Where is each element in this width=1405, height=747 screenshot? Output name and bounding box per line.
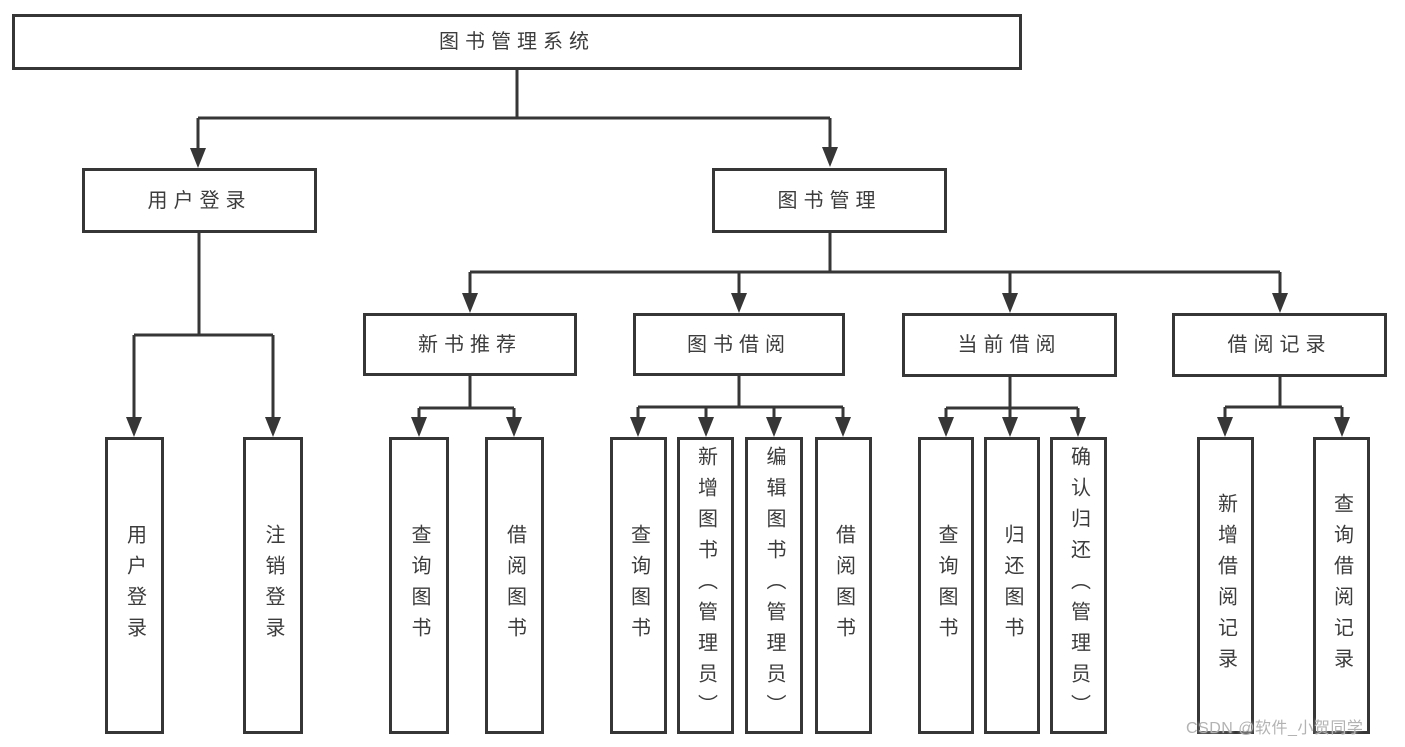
node-library-management-system: 图书管理系统 [12,14,1022,70]
connector-book-management-to-level3 [462,233,1288,313]
node-label: 图书管理 [777,189,882,212]
node-current-borrowing: 当前借阅 [902,313,1117,377]
arrowhead [1217,417,1233,437]
leaf-nbr-borrow-books: 借阅图书 [485,437,544,734]
leaf-bb-add-books-admin: 新增图书（管理员） [677,437,734,734]
leaf-bb-edit-books-admin: 编辑图书（管理员） [745,437,803,734]
node-label: 借阅图书 [503,523,526,648]
arrowhead [1272,293,1288,313]
arrowhead [411,417,427,437]
node-label: 图书管理系统 [439,31,595,53]
leaf-br-query-record: 查询借阅记录 [1313,437,1370,734]
node-label: 图书借阅 [687,333,791,356]
arrowhead [265,417,281,437]
arrowhead [822,147,838,167]
leaf-cb-query-books: 查询图书 [918,437,974,734]
node-label: 归还图书 [1001,523,1023,648]
arrowhead [766,417,782,437]
node-label: 确认归还（管理员） [1067,446,1090,725]
connector-root-to-level2 [190,70,838,168]
node-label: 借阅记录 [1227,334,1332,356]
leaf-logout: 注销登录 [243,437,303,734]
node-label: 查询借阅记录 [1330,492,1353,679]
node-label: 编辑图书（管理员） [763,446,785,725]
node-label: 当前借阅 [957,334,1062,356]
arrowhead [731,293,747,313]
node-new-book-recommendation: 新书推荐 [363,313,577,376]
leaf-cb-return-books: 归还图书 [984,437,1040,734]
arrowhead [1002,293,1018,313]
arrowhead [1334,417,1350,437]
leaf-br-add-record: 新增借阅记录 [1197,437,1254,734]
arrowhead [835,417,851,437]
arrowhead [630,417,646,437]
node-label: 查询图书 [408,523,430,648]
leaf-user-login: 用户登录 [105,437,164,734]
arrowhead [1002,417,1018,437]
node-label: 借阅图书 [832,523,855,648]
connector-user-login-to-leaves [126,233,281,437]
node-book-management: 图书管理 [712,168,947,233]
node-label: 新增借阅记录 [1214,492,1237,679]
arrowhead [1070,417,1086,437]
watermark: CSDN @软件_小贺同学 [1186,720,1364,737]
arrowhead [938,417,954,437]
node-book-borrowing: 图书借阅 [633,313,845,376]
arrowhead [126,417,142,437]
node-label: 查询图书 [627,523,650,648]
connector-new-book-rec-to-leaves [411,376,522,437]
connector-current-borrowing-to-leaves [938,377,1086,437]
arrowhead [698,417,714,437]
node-label: 注销登录 [262,523,284,648]
leaf-bb-query-books: 查询图书 [610,437,667,734]
leaf-bb-borrow-books: 借阅图书 [815,437,872,734]
connector-borrowing-records-to-leaves [1217,377,1350,437]
node-label: 用户登录 [147,189,252,212]
node-label: 新增图书（管理员） [694,446,717,725]
leaf-cb-confirm-return-admin: 确认归还（管理员） [1050,437,1107,734]
connector-book-borrowing-to-leaves [630,376,851,437]
node-label: 查询图书 [935,523,957,648]
node-label: 用户登录 [123,523,146,648]
node-user-login: 用户登录 [82,168,317,233]
node-label: 新书推荐 [418,333,522,356]
arrowhead [506,417,522,437]
arrowhead [190,148,206,168]
leaf-nbr-query-books: 查询图书 [389,437,449,734]
node-borrowing-records: 借阅记录 [1172,313,1387,377]
arrowhead [462,293,478,313]
